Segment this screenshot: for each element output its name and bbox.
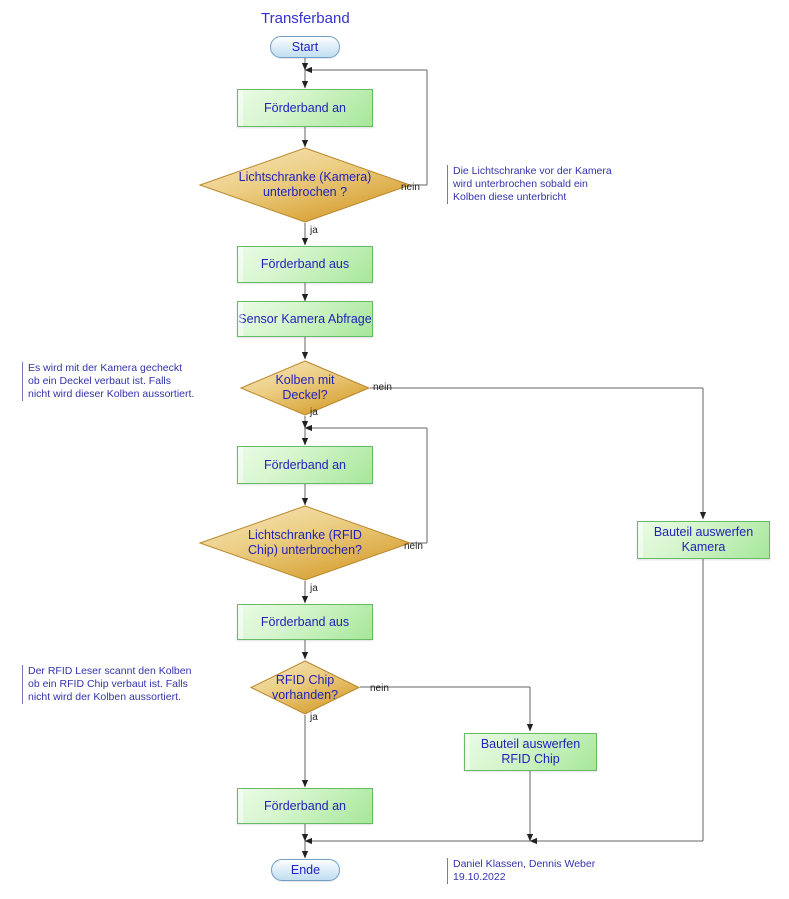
node-conveyor-on-1[interactable]: Förderband an [237,89,373,127]
edge-label-camera-yes: ja [310,225,318,236]
node-eject-camera[interactable]: Bauteil auswerfen Kamera [637,521,770,559]
node-conveyor-off-1-label: Förderband aus [260,257,350,271]
node-lightbarrier-camera[interactable]: Lichtschranke (Kamera) unterbrochen ? [198,147,412,223]
node-eject-rfid[interactable]: Bauteil auswerfen RFID Chip [464,733,597,771]
node-conveyor-on-1-label: Förderband an [263,100,346,115]
edge-label-lid-no: nein [373,382,392,393]
node-eject-camera-label: Bauteil auswerfen Kamera [653,525,754,554]
node-conveyor-on-3[interactable]: Förderband an [237,788,373,824]
node-rfid-chip-present[interactable]: RFID Chip vorhanden? [249,660,361,715]
edge-label-camera-no: nein [401,182,420,193]
node-eject-rfid-label: Bauteil auswerfen RFID Chip [480,737,581,766]
node-sensor-camera-query-label: Sensor Kamera Abfrage [238,311,372,326]
node-piston-with-lid[interactable]: Kolben mit Deckel? [239,360,371,416]
note-camera-check: Es wird mit der Kamera gecheckt ob ein D… [22,362,208,401]
edge-label-rfid-barrier-no: nein [404,541,423,552]
node-conveyor-on-2-label: Förderband an [263,457,346,472]
diamond-shape [198,147,412,223]
edge-label-lid-yes: ja [310,407,318,418]
diamond-shape [198,505,412,581]
page-title: Transferband [261,10,350,27]
node-sensor-camera-query[interactable]: Sensor Kamera Abfrage [237,301,373,337]
node-conveyor-on-3-label: Förderband an [263,798,346,813]
note-authors: Daniel Klassen, Dennis Weber 19.10.2022 [447,858,653,884]
edge-label-rfid-chip-yes: ja [310,712,318,723]
edge-label-rfid-chip-no: nein [370,683,389,694]
node-lightbarrier-rfid[interactable]: Lichtschranke (RFID Chip) unterbrochen? [198,505,412,581]
diamond-shape [249,660,361,715]
note-rfid-check: Der RFID Leser scannt den Kolben ob ein … [22,665,208,704]
note-camera-barrier: Die Lichtschranke vor der Kamera wird un… [447,165,618,204]
node-conveyor-off-2[interactable]: Förderband aus [237,604,373,640]
edge-label-rfid-barrier-yes: ja [310,583,318,594]
node-conveyor-on-2[interactable]: Förderband an [237,446,373,484]
node-start[interactable]: Start [270,36,340,58]
node-start-label: Start [291,40,319,54]
node-end[interactable]: Ende [271,859,340,881]
diamond-shape [239,360,371,416]
node-conveyor-off-1[interactable]: Förderband aus [237,246,373,283]
node-end-label: Ende [290,863,321,877]
node-conveyor-off-2-label: Förderband aus [260,614,350,629]
